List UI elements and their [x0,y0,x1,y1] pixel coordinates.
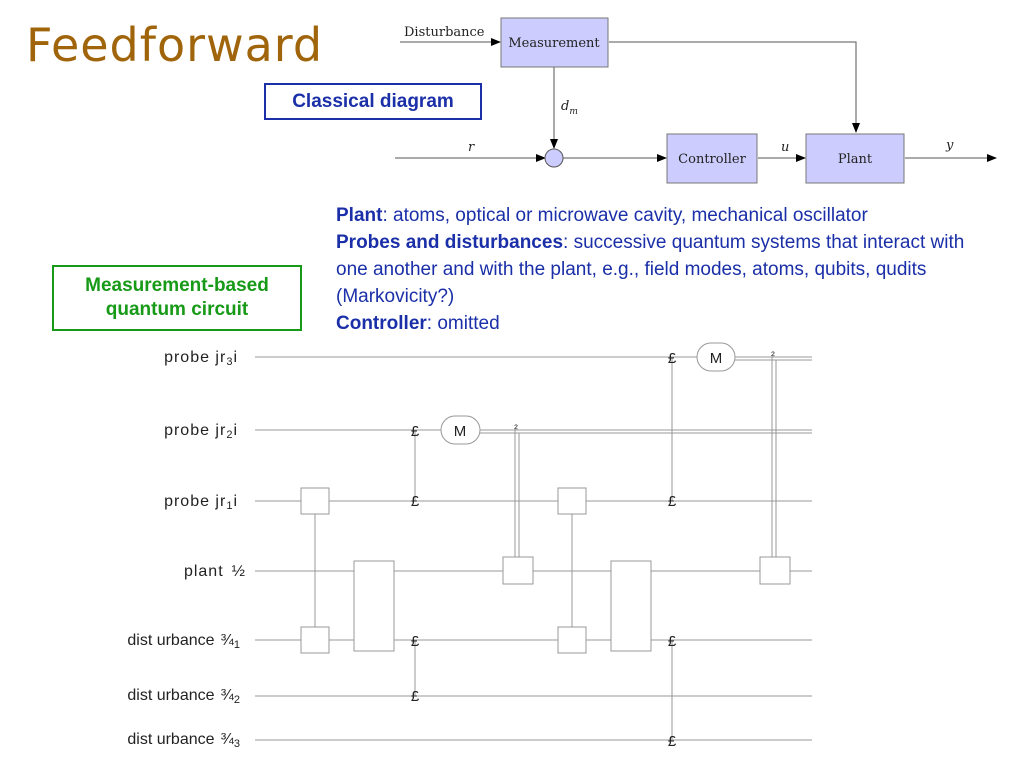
classical-mark: ² [514,423,518,435]
gate-box [300,487,330,515]
wire-label-probe-r3: probe jr3i [164,349,238,368]
controller-desc: Controller: omitted [336,313,500,334]
mbqc-label-line1: Measurement-based [85,275,269,296]
meter-label: M [710,350,723,367]
plant-label: Plant [838,152,873,167]
mbqc-label: Measurement-based quantum circuit [52,265,302,331]
control-dot: £ [411,688,420,705]
gate-box [610,560,652,652]
control-dot: £ [411,493,420,510]
wire-label-probe-r2: probe jr2i [164,422,238,441]
measurement-block [500,17,609,68]
gate-box [557,626,587,654]
probes-desc: Probes and disturbances: successive quan… [336,232,965,307]
block-diagram: Disturbance Measurement Controller Plant… [395,17,997,184]
gate-box [502,556,534,585]
gate-box [300,626,330,654]
control-dot: £ [668,350,677,367]
disturbance-label: Disturbance [404,25,485,40]
circuit-wires [255,356,812,741]
y-label: y [945,138,954,153]
mbqc-label-line2: quantum circuit [105,299,249,320]
controller-label: Controller [678,152,746,167]
plant-block [805,133,905,184]
control-dot: £ [411,423,420,440]
plant-desc: Plant: atoms, optical or microwave cavit… [336,205,868,226]
slide-title: Feedforward [26,18,324,72]
wire-label-probe-r1: probe jr1i [164,493,238,512]
control-dot: £ [668,633,677,650]
gate-box [353,560,395,652]
gate-box [557,487,587,515]
control-dot: £ [668,493,677,510]
measurement-label: Measurement [508,36,600,51]
control-dot: £ [668,733,677,750]
meter-label: M [454,423,467,440]
dm-label: dm [561,99,578,117]
description: Plant: atoms, optical or microwave cavit… [336,202,996,337]
summing-junction [544,148,564,168]
controller-block [666,133,758,184]
classical-mark: ² [771,350,775,362]
control-dot: £ [411,633,420,650]
classical-diagram-label: Classical diagram [264,83,482,120]
measure-meter [696,342,736,372]
gate-box [759,556,791,585]
r-label: r [468,140,475,155]
u-label: u [781,140,789,155]
measure-meter [440,415,481,445]
